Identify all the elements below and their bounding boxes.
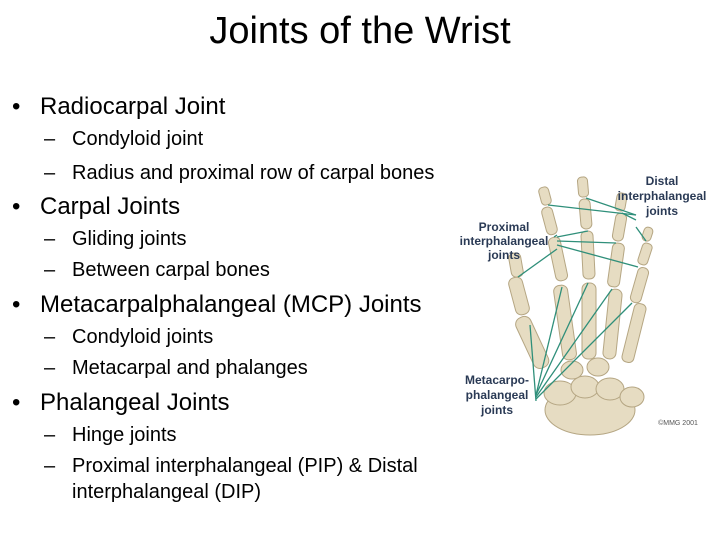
label-distal: Distal interphalangeal joints <box>618 174 707 218</box>
bullet-carpal: • Carpal Joints <box>12 192 180 222</box>
dash-mark: – <box>44 424 56 446</box>
subbullet-text: Hinge joints <box>72 424 177 446</box>
bullet-mark: • <box>12 193 21 220</box>
subbullet-text: Gliding joints <box>72 228 187 250</box>
hand-skeleton-figure: Distal interphalangeal joints Proximal i… <box>460 174 707 436</box>
subbullet-continuation: interphalangeal (DIP) <box>72 481 261 503</box>
svg-text:interphalangeal: interphalangeal <box>618 189 707 203</box>
heading-text: Metacarpalphalangeal (MCP) Joints <box>40 291 422 318</box>
subbullet-text: Condyloid joint <box>72 128 204 150</box>
svg-text:joints: joints <box>645 204 678 218</box>
subbullet-text: Metacarpal and phalanges <box>72 357 308 379</box>
pointer-lines <box>517 197 647 402</box>
subbullet: –Radius and proximal row of carpal bones <box>44 160 434 186</box>
slide-title: Joints of the Wrist <box>209 10 511 52</box>
svg-text:interphalangeal: interphalangeal <box>460 234 549 248</box>
dash-mark: – <box>44 259 56 281</box>
subbullet: –Metacarpal and phalanges <box>44 355 308 381</box>
hand-bones <box>508 176 654 436</box>
heading-text: Radiocarpal Joint <box>40 93 226 120</box>
svg-text:phalangeal: phalangeal <box>466 388 529 402</box>
dash-mark: – <box>44 228 56 250</box>
subbullet-text: Between carpal bones <box>72 259 270 281</box>
dash-mark: – <box>44 128 56 150</box>
heading-text: Carpal Joints <box>40 193 181 220</box>
bullet-radiocarpal: • Radiocarpal Joint <box>12 92 225 122</box>
dash-mark: – <box>44 357 56 379</box>
subbullet-text: Proximal interphalangeal (PIP) & Distal <box>72 455 418 477</box>
bullet-mark: • <box>12 291 21 318</box>
bullet-phalangeal: • Phalangeal Joints <box>12 388 229 418</box>
subbullet: –Condyloid joints <box>44 324 213 350</box>
subbullet: –Gliding joints <box>44 226 187 252</box>
subbullet: –Hinge joints <box>44 422 177 448</box>
copyright-text: ©MMG 2001 <box>658 419 698 427</box>
svg-text:joints: joints <box>480 403 513 417</box>
subbullet: –Proximal interphalangeal (PIP) & Distal <box>44 453 418 479</box>
subbullet: –Between carpal bones <box>44 257 270 283</box>
svg-text:joints: joints <box>487 248 520 262</box>
subbullet: –Condyloid joint <box>44 126 203 152</box>
svg-text:Proximal: Proximal <box>479 220 530 234</box>
bullet-mark: • <box>12 93 21 120</box>
bullet-mark: • <box>12 389 21 416</box>
svg-text:Distal: Distal <box>646 174 679 188</box>
dash-mark: – <box>44 326 56 348</box>
label-proximal: Proximal interphalangeal joints <box>460 220 549 262</box>
label-mcp: Metacarpo- phalangeal joints <box>465 373 529 417</box>
bullet-mcp: • Metacarpalphalangeal (MCP) Joints <box>12 290 422 320</box>
svg-text:Metacarpo-: Metacarpo- <box>465 373 529 387</box>
dash-mark: – <box>44 455 56 477</box>
dash-mark: – <box>44 162 56 184</box>
subbullet-text: Condyloid joints <box>72 326 214 348</box>
subbullet-text: Radius and proximal row of carpal bones <box>72 162 435 184</box>
heading-text: Phalangeal Joints <box>40 389 230 416</box>
